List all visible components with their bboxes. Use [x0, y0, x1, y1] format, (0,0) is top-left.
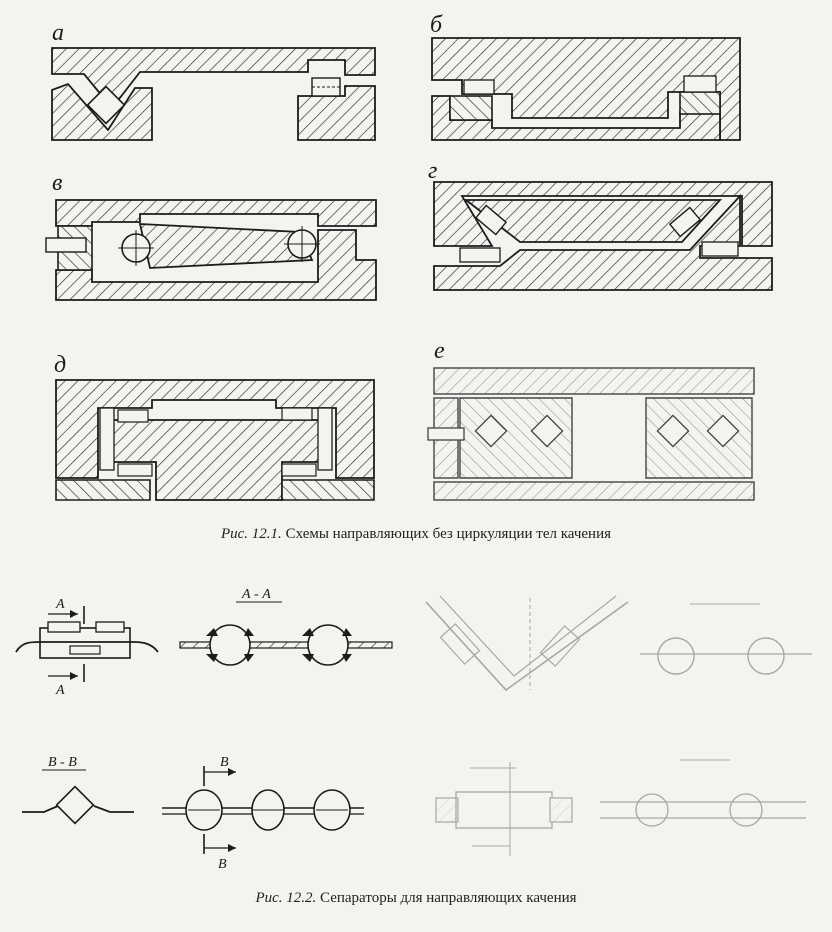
- separator-v-view: [425, 595, 812, 692]
- section-label-b-b: В - В: [48, 755, 77, 770]
- figure-12-2-caption: Рис. 12.2. Сепараторы для направляющих к…: [0, 890, 832, 907]
- section-arrow-label-a-bottom: А: [55, 683, 65, 698]
- panel-label-d: д: [54, 352, 66, 378]
- section-arrow-label-b-bottom: В: [218, 857, 227, 872]
- section-arrow-label-b-top: В: [220, 755, 229, 770]
- panel-label-e: е: [434, 338, 445, 364]
- panel-v: в: [45, 170, 377, 301]
- section-arrow-label-a-top: А: [55, 597, 65, 612]
- panel-label-g: г: [428, 158, 437, 184]
- separator-a-side-view: А А: [15, 597, 159, 698]
- figure-12-2-text: Сепараторы для направляющих качения: [320, 890, 577, 906]
- figure-12-2-number: Рис. 12.2.: [255, 890, 317, 906]
- panel-a: а: [51, 20, 376, 141]
- panel-label-v: в: [52, 170, 62, 196]
- separator-c-views: [435, 759, 806, 856]
- separator-a-section: А - А: [179, 587, 393, 666]
- panel-g: г: [428, 158, 773, 291]
- figure-12-1-text: Схемы направляющих без циркуляции тел ка…: [285, 526, 612, 542]
- panel-b: б: [430, 12, 741, 141]
- figure-12-1-number: Рис. 12.1.: [220, 526, 282, 542]
- panel-d: д: [54, 352, 375, 501]
- panel-label-b: б: [430, 12, 443, 38]
- section-label-a-a: А - А: [241, 587, 271, 602]
- panel-label-a: а: [52, 20, 64, 46]
- figure-12-1-caption: Рис. 12.1. Схемы направляющих без циркул…: [0, 526, 832, 543]
- panel-e: е: [427, 338, 755, 501]
- separator-b-section: В - В: [22, 755, 134, 825]
- separator-b-plan-view: В В: [162, 755, 364, 872]
